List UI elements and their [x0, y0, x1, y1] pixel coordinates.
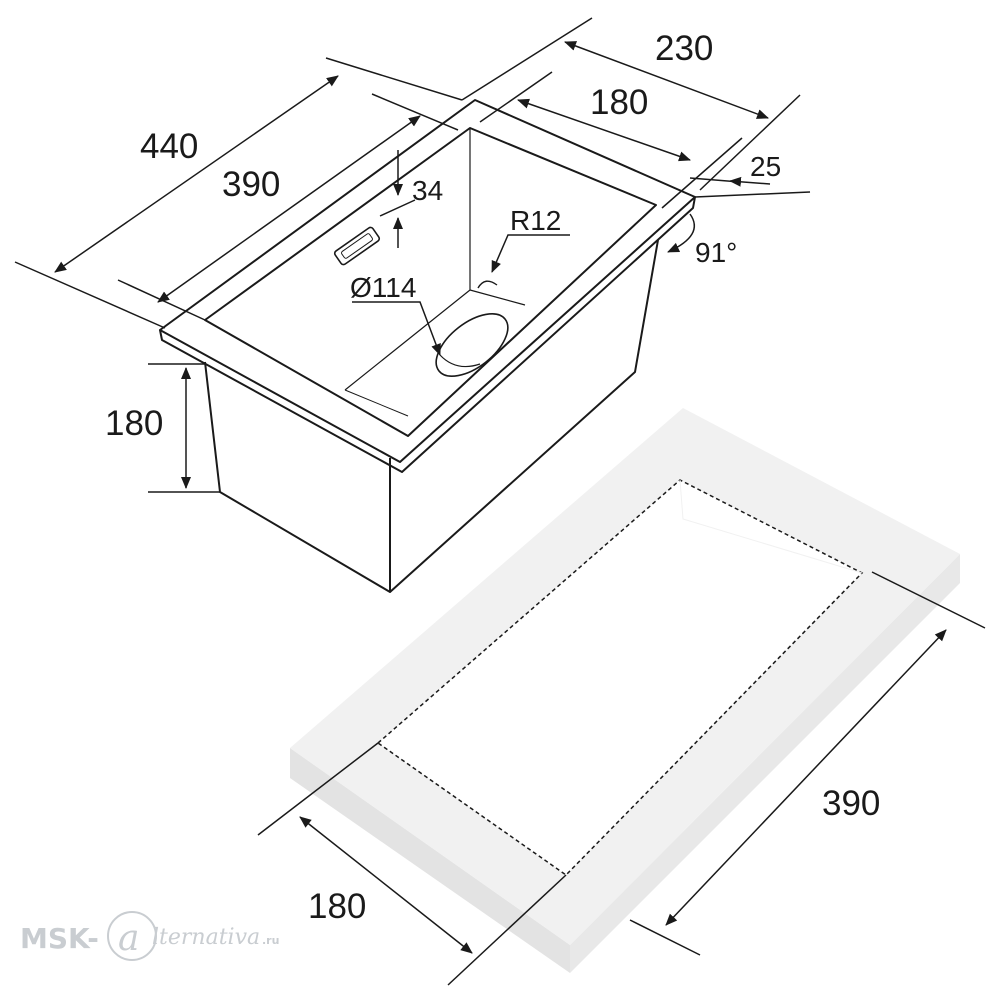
- dim-label-corner-radius: R12: [510, 205, 561, 236]
- watermark-logo: MSK- a lternativa .ru: [20, 911, 279, 961]
- dim-label-drain-diameter: Ø114: [350, 272, 416, 303]
- dim-label-overflow-offset: 34: [412, 175, 443, 206]
- watermark-domain: .ru: [262, 934, 279, 947]
- cutout-length-dim-line: [665, 629, 947, 926]
- dim-label-bowl-length: 390: [222, 165, 280, 204]
- ext-top-390: [371, 93, 459, 131]
- cutout-inner-wall: [679, 479, 863, 574]
- watermark-a-glyph: a: [118, 918, 139, 959]
- ext-right-180: [661, 137, 743, 209]
- sink-body: [159, 99, 696, 593]
- sink-rim-thickness: [159, 196, 696, 473]
- ext-top-230: [461, 17, 593, 101]
- leader-r12: [491, 234, 570, 273]
- cutout-width-dim-line: [299, 816, 473, 954]
- dim-line-390: [157, 115, 421, 303]
- dim-line-230: [564, 41, 769, 119]
- cutout-extension-front-a: [871, 571, 986, 629]
- leader-d114: [352, 301, 441, 356]
- dim-line-34-tick: [379, 199, 416, 217]
- cutout-extension-left: [257, 742, 379, 836]
- dim-line-25-arrow: [729, 176, 771, 187]
- dim-label-rim: 25: [750, 151, 781, 182]
- watermark-prefix: MSK-: [20, 922, 99, 955]
- cutout-width-label: 180: [308, 887, 366, 926]
- dim-label-overall-width: 230: [655, 29, 713, 68]
- corner-radius-arc: [477, 280, 498, 289]
- sink-bowl-interior-floor: [344, 389, 409, 417]
- dim-label-depth: 180: [105, 404, 163, 443]
- ext-top-180: [479, 71, 553, 123]
- ext-right-230: [699, 94, 801, 191]
- cutout-extension-front-b: [629, 919, 701, 956]
- cutout-dimensions: [257, 571, 986, 986]
- ext-left-440: [14, 261, 166, 329]
- drain-hole: [435, 313, 509, 377]
- angle-arc-91: [667, 213, 695, 253]
- sink-dimension-lines: [14, 17, 811, 493]
- dim-label-wall-angle: 91°: [695, 237, 737, 268]
- ext-25: [694, 191, 811, 198]
- dim-line-180-width: [517, 98, 691, 162]
- watermark-a-ring: [107, 911, 157, 961]
- watermark-suffix: lternativa: [152, 925, 260, 950]
- dim-label-bowl-width: 180: [590, 83, 648, 122]
- dim-label-overall-length: 440: [140, 127, 198, 166]
- ext-top-440: [325, 57, 463, 101]
- drain-hole-depth: [439, 354, 481, 368]
- cutout-length-label: 390: [822, 784, 880, 823]
- cutout-extension-right-a: [447, 874, 567, 986]
- sink-bowl-interior: [344, 128, 526, 391]
